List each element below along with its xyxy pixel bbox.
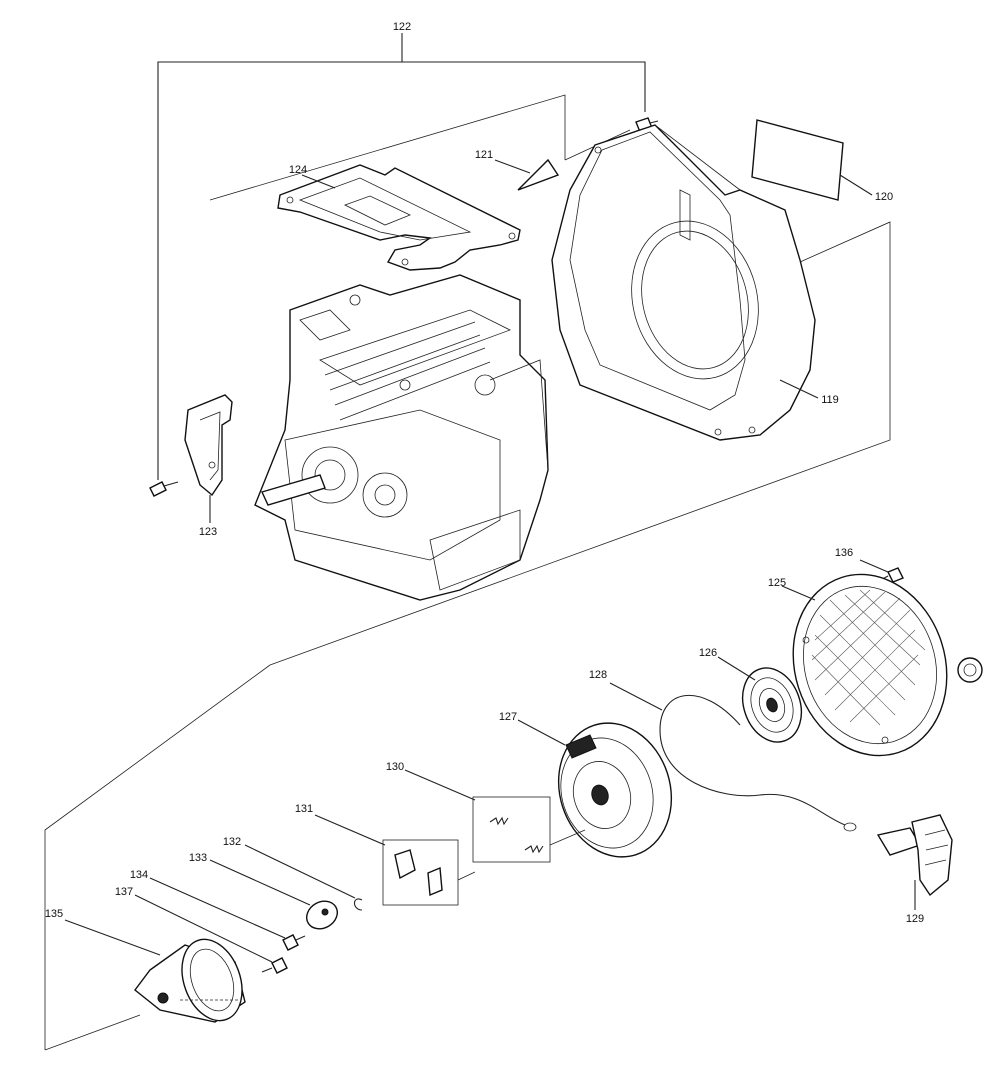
label-120: 120: [875, 191, 893, 203]
label-134: 134: [130, 869, 148, 881]
leader-121: [494, 159, 531, 174]
label-124: 124: [289, 164, 307, 176]
part-134-screw: [282, 934, 306, 951]
label-126: 126: [699, 647, 717, 659]
part-125-housing: [792, 573, 983, 757]
part-137-bolt: [261, 957, 288, 974]
label-122: 122: [393, 21, 411, 33]
part-132-clip: [353, 898, 363, 911]
leader-120: [839, 174, 873, 196]
part-131-pawls: [382, 839, 459, 906]
label-137: 137: [115, 886, 133, 898]
label-132: 132: [223, 836, 241, 848]
label-129: 129: [906, 913, 924, 925]
part-122-bolt-left: [149, 481, 179, 497]
part-129-handle: [876, 814, 953, 897]
leader-133: [209, 859, 311, 906]
part-128-rope: [659, 695, 857, 832]
label-125: 125: [768, 577, 786, 589]
leader-128: [609, 682, 663, 711]
leader-119: [779, 379, 819, 399]
part-121-tag: [517, 158, 560, 191]
leader-130: [404, 769, 476, 801]
part-123-shield: [184, 394, 233, 497]
part-135-cover: [134, 938, 246, 1023]
leader-126: [717, 656, 756, 681]
label-123: 123: [199, 526, 217, 538]
leader-135: [64, 919, 161, 956]
label-127: 127: [499, 711, 517, 723]
label-130: 130: [386, 761, 404, 773]
label-135: 135: [45, 908, 63, 920]
leader-131: [314, 814, 386, 846]
part-126-spring: [741, 667, 803, 743]
label-122-bracket: [157, 33, 646, 480]
part-120-label: [751, 119, 844, 201]
leader-131-ext: [457, 871, 476, 881]
leader-132: [244, 844, 356, 899]
leader-124: [301, 174, 336, 189]
engine-block: [254, 274, 549, 601]
leader-136: [859, 559, 889, 573]
leader-134: [149, 877, 286, 939]
part-130-springs: [472, 796, 551, 863]
part-133-ratchet: [305, 900, 339, 930]
leader-130-ext: [549, 829, 586, 846]
label-121: 121: [475, 149, 493, 161]
leader-127: [517, 719, 566, 746]
part-127-reel: [557, 722, 673, 858]
part-124-plate: [277, 164, 521, 271]
leader-137: [134, 894, 273, 963]
label-133: 133: [189, 852, 207, 864]
leader-125: [781, 585, 816, 601]
lower-group-frame: [44, 664, 271, 1051]
label-119: 119: [821, 394, 839, 406]
label-136: 136: [835, 547, 853, 559]
label-128: 128: [589, 669, 607, 681]
label-131: 131: [295, 803, 313, 815]
